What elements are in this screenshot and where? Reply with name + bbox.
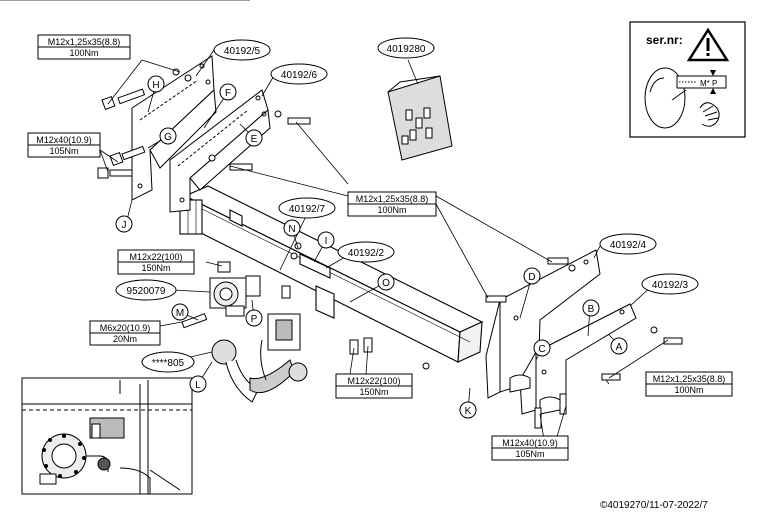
letter-A: A xyxy=(616,342,623,353)
letter-L: L xyxy=(195,380,201,391)
letter-N: N xyxy=(288,224,295,235)
letter-H: H xyxy=(152,80,159,91)
bolt-torque-7: 100Nm xyxy=(674,385,703,395)
part-ref-40192-2: 40192/2 xyxy=(348,248,385,259)
letter-I: I xyxy=(325,236,328,247)
right-side-brackets xyxy=(485,249,637,415)
socket-plate xyxy=(209,275,261,317)
spec-box-2 xyxy=(27,132,101,158)
spec-box-5 xyxy=(89,320,161,346)
bolt-spec-5: M6x20(10.9) xyxy=(100,323,151,333)
bolt-spec-6: M12x22(100) xyxy=(347,376,400,386)
letter-G: G xyxy=(164,132,172,143)
bolt-torque-3: 100Nm xyxy=(377,205,406,215)
part-ref-40192-7: 40192/7 xyxy=(289,204,326,215)
left-side-brackets xyxy=(131,55,271,213)
letter-C: C xyxy=(538,344,545,355)
part-ref-40192-5: 40192/5 xyxy=(224,46,261,57)
spec-box-3 xyxy=(347,191,437,217)
letter-P: P xyxy=(251,314,258,325)
letter-B: B xyxy=(588,304,595,315)
spec-box-7 xyxy=(645,371,733,397)
spec-label-texts: M12x1,25x35(8.8) 100Nm M12x40(10.9) 105N… xyxy=(36,37,725,459)
letter-callouts xyxy=(115,75,628,419)
serial-number-panel: ser.nr: M* P xyxy=(629,21,746,138)
main-crossbeam xyxy=(179,185,484,363)
part-ref-40192-4: 40192/4 xyxy=(610,240,647,251)
letter-callout-texts: A B C D E F G H I J K L M N O P xyxy=(122,80,623,417)
towball-neck xyxy=(211,313,308,403)
warning-triangle-icon xyxy=(686,27,730,62)
bolt-torque-1: 100Nm xyxy=(69,48,98,58)
part-ref-40192-3: 40192/3 xyxy=(652,280,689,291)
spec-box-4 xyxy=(117,249,195,275)
part-number-callouts xyxy=(115,37,699,373)
leader-lines xyxy=(0,0,669,441)
spec-box-1 xyxy=(37,34,131,60)
bolt-torque-5: 20Nm xyxy=(113,334,137,344)
copyright-footer: ©4019270/11-07-2022/7 xyxy=(600,500,708,511)
bolt-spec-2: M12x40(10.9) xyxy=(36,135,92,145)
part-ref-9520079: 9520079 xyxy=(127,286,166,297)
detail-inset xyxy=(21,377,193,495)
spec-label-boxes xyxy=(27,34,733,461)
bolt-spec-8: M12x40(10.9) xyxy=(502,438,558,448)
serial-plate-text: M* P xyxy=(700,79,717,88)
letter-D: D xyxy=(528,272,535,283)
letter-M: M xyxy=(176,308,184,319)
bolt-spec-4: M12x22(100) xyxy=(129,252,182,262)
bolt-spec-7: M12x1,25x35(8.8) xyxy=(653,374,726,384)
bolt-spec-3: M12x1,25x35(8.8) xyxy=(356,194,429,204)
bolt-torque-4: 150Nm xyxy=(141,263,170,273)
letter-F: F xyxy=(225,88,231,99)
letter-O: O xyxy=(382,278,390,289)
serial-title: ser.nr: xyxy=(646,33,683,47)
bolt-torque-6: 150Nm xyxy=(359,387,388,397)
bolt-spec-1: M12x1,25x35(8.8) xyxy=(48,37,121,47)
bolt-torque-2: 105Nm xyxy=(49,146,78,156)
bolt-torque-8: 105Nm xyxy=(515,449,544,459)
spec-box-8 xyxy=(491,435,569,461)
part-number-texts: 40192/5 40192/6 4019280 40192/7 40192/2 … xyxy=(127,44,689,369)
fastener-bag xyxy=(387,75,453,161)
part-ref-40192-6: 40192/6 xyxy=(281,70,318,81)
part-ref-4019280: 4019280 xyxy=(387,44,426,55)
letter-J: J xyxy=(122,220,127,231)
part-ref-805: ****805 xyxy=(152,358,185,369)
letter-E: E xyxy=(251,134,258,145)
spec-box-6 xyxy=(335,373,413,399)
letter-K: K xyxy=(465,406,472,417)
